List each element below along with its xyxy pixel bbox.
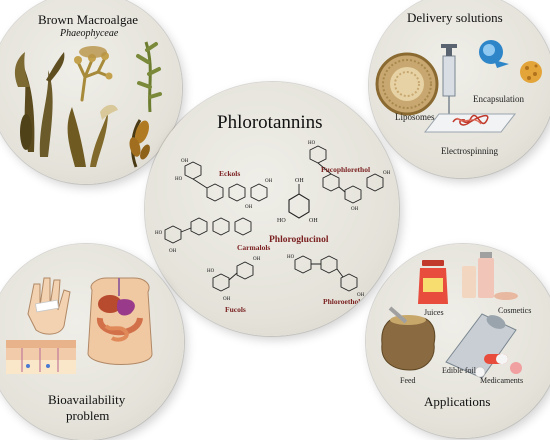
fucophlorethol-label: Fucophlorethol [321, 165, 370, 174]
cosmetics-icon [462, 252, 518, 300]
eckols-label: Eckols [219, 169, 240, 178]
liposomes-label: Liposomes [395, 112, 435, 122]
eckol-structure [184, 161, 268, 202]
ho-label: HO [287, 255, 295, 260]
delivery-illustration [375, 40, 542, 133]
ho-label: HO [277, 218, 286, 224]
medicaments-label: Medicaments [480, 376, 524, 385]
applications-title: Applications [424, 394, 491, 409]
oh-label: OH [253, 257, 261, 262]
seaweed-green-icon [136, 41, 162, 113]
hydroxyl-labels: OH HO OH OH HO OH OH OH HO OH HO OH HO O… [155, 141, 391, 302]
electrospinning-icon [423, 113, 517, 133]
ho-label: HO [207, 269, 215, 274]
seaweed-yellow-icon [74, 46, 113, 102]
macroalgae-title: Brown Macroalgae [38, 12, 138, 27]
feed-label: Feed [400, 376, 416, 385]
oh-label: OH [181, 159, 189, 164]
carmalols-label: Carmalols [237, 243, 270, 252]
fucus-icon [67, 104, 118, 167]
algae-illustration [14, 41, 162, 168]
feed-sack-icon [381, 306, 436, 371]
oh-label: OH [245, 205, 253, 210]
bladderwrack-icon [129, 119, 150, 168]
oh-label: OH [223, 297, 231, 302]
oh-label: OH [169, 249, 177, 254]
chemical-structures: OH HO OH OH HO OH OH OH HO OH HO OH HO O… [155, 141, 391, 314]
oh-label: OH [295, 178, 304, 184]
fucol-structure [212, 261, 254, 292]
macroalgae-subtitle: Phaeophyceae [60, 28, 119, 39]
electrospinning-label: Electrospinning [441, 146, 498, 156]
oh-label: OH [265, 179, 273, 184]
oh-label: OH [357, 293, 365, 298]
phloroglucinol-label: Phloroglucinol [269, 235, 329, 245]
applications-illustration [381, 252, 522, 379]
carmalol-structure [164, 217, 252, 244]
bioavailability-title-line2: problem [66, 408, 110, 423]
ho-label: HO [308, 141, 316, 146]
encapsulation-icon [479, 40, 542, 83]
kelp-icon [14, 52, 65, 157]
fucophlorethol-structure [309, 145, 384, 204]
ho-label: HO [155, 231, 163, 236]
oh-label: OH [309, 218, 318, 224]
phlorotannins-title: Phlorotannins [217, 112, 323, 133]
cosmetics-label: Cosmetics [498, 306, 532, 315]
applications-panel: Juices Cosmetics Feed Edible foil Medica… [366, 244, 550, 438]
syringe-icon [441, 44, 457, 114]
medicaments-icon [474, 354, 522, 378]
phloroethol-structure [294, 255, 358, 292]
edible-foil-icon [445, 313, 517, 379]
juice-bottle-icon [418, 260, 448, 304]
bioavailability-title-line1: Bioavailability [48, 392, 126, 407]
ho-label: HO [175, 177, 183, 182]
skin-layers-icon [6, 340, 76, 374]
delivery-title: Delivery solutions [407, 10, 503, 25]
digestive-system-icon [87, 277, 153, 365]
oh-label: OH [383, 171, 391, 176]
phloroglucinol-structure [288, 184, 310, 219]
fucols-label: Fucols [225, 305, 246, 314]
macroalgae-panel: Brown Macroalgae Phaeophyceae [0, 0, 182, 184]
edible-foil-label: Edible foil [442, 366, 476, 375]
oh-label: OH [351, 207, 359, 212]
encapsulation-label: Encapsulation [473, 94, 524, 104]
juices-label: Juices [424, 308, 444, 317]
bioavailability-panel: Bioavailability problem [0, 244, 184, 440]
bandaged-hand-icon [27, 277, 71, 335]
phloroethols-label: Phloroethols [323, 297, 363, 306]
delivery-panel: Delivery solutions Liposomes Encapsulati… [369, 0, 550, 178]
liposome-icon [375, 52, 439, 116]
bioavailability-illustration [6, 277, 153, 374]
phlorotannins-panel: OH HO OH OH HO OH OH OH HO OH HO OH HO O… [145, 82, 399, 336]
